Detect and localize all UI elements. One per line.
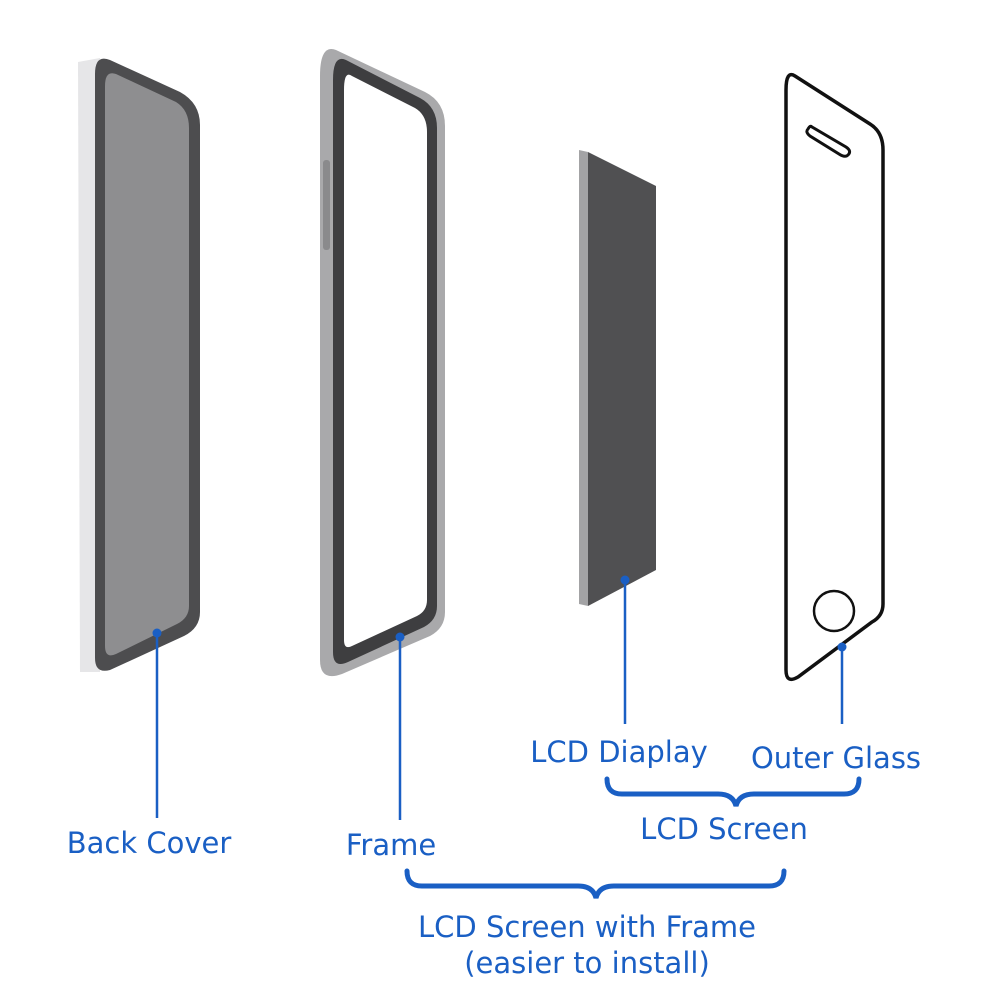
frame-side-button	[323, 160, 330, 250]
callout-lines	[152, 575, 847, 820]
lcd-screen-with-frame-brace	[404, 868, 787, 899]
back-cover-label: Back Cover	[66, 826, 232, 860]
outer-glass-home-button	[812, 589, 856, 633]
lcd-display-label: LCD Diaplay	[530, 735, 708, 769]
lcd-display-panel	[588, 152, 656, 606]
frame-opening	[344, 74, 427, 648]
lcd-screen-brace	[604, 776, 862, 807]
lcd-screen-group-label: LCD Screen	[640, 812, 808, 846]
back-cover-part	[78, 58, 200, 672]
lcd-display-part	[579, 150, 656, 606]
outer-glass-speaker-slot	[805, 124, 852, 158]
lcd-screen-with-frame-label: LCD Screen with Frame	[418, 910, 756, 944]
outer-glass-label: Outer Glass	[750, 741, 922, 775]
lcd-screen-with-frame-note: (easier to install)	[464, 946, 710, 980]
lcd-display-edge	[579, 150, 588, 606]
back-cover-panel	[105, 73, 189, 656]
frame-label: Frame	[345, 828, 437, 862]
outer-glass-part	[784, 72, 885, 682]
outer-glass-outline	[784, 72, 885, 682]
frame-part	[320, 49, 445, 677]
back-cover-edge	[78, 58, 100, 672]
